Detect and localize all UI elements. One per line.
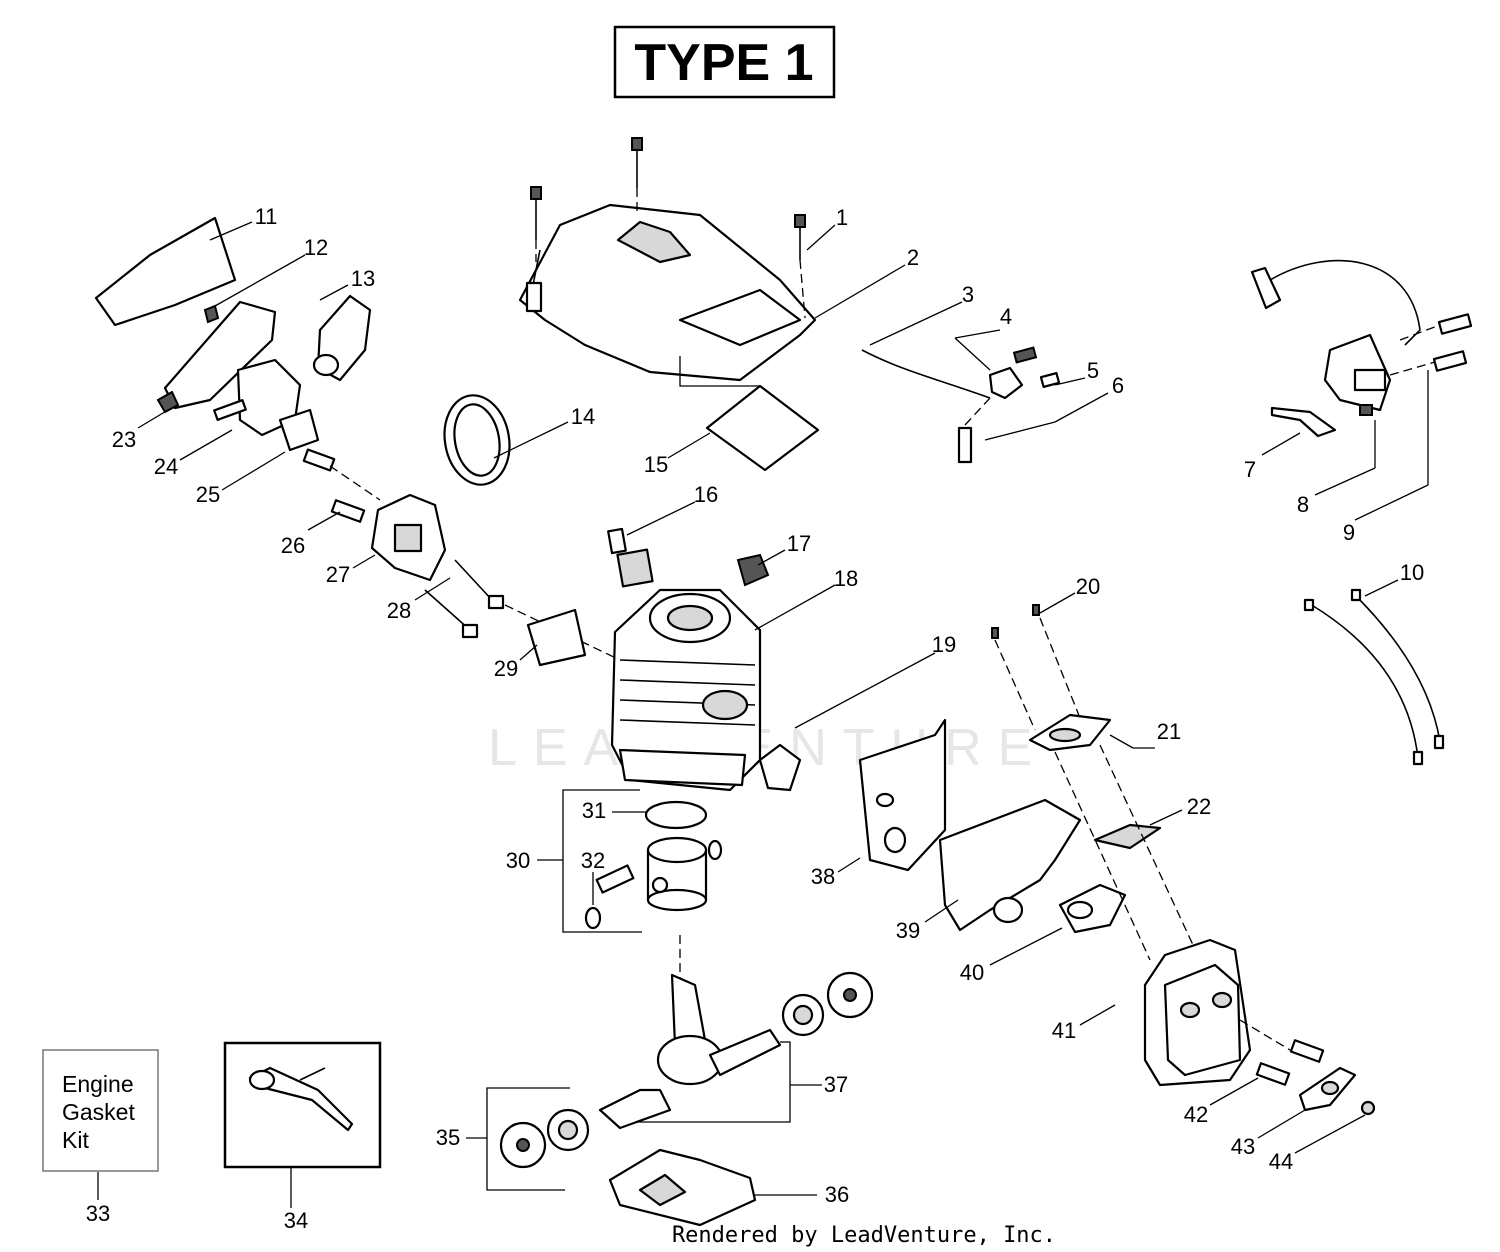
callout-26: 26 [281,533,305,558]
callout-19: 19 [932,632,956,657]
callout-32: 32 [581,848,605,873]
part-cylinder-cover [518,203,817,382]
callout-7: 7 [1244,457,1256,482]
kit-line-1: Engine [62,1071,134,1097]
part-piston [646,836,708,912]
callout-8: 8 [1297,492,1309,517]
part-piston-ring [644,800,708,830]
callout-16: 16 [694,482,718,507]
callout-11: 11 [255,204,278,229]
callout-12: 12 [304,235,328,260]
kit-line-3: Kit [62,1127,89,1153]
callout-18: 18 [834,566,858,591]
leader-lines [97,221,1429,1208]
callout-43: 43 [1231,1134,1255,1159]
callout-3: 3 [962,282,974,307]
callout-33: 33 [86,1201,110,1226]
callout-14: 14 [571,404,595,429]
part-cover-screws [530,137,806,260]
callout-27: 27 [326,562,350,587]
callout-15: 15 [644,452,668,477]
part-intake-boot [443,394,511,486]
part-ignition-module [1250,259,1473,438]
tool-box: 34 [223,1041,382,1233]
callout-4: 4 [1000,304,1012,329]
part-bearings [499,971,874,1169]
callout-1: 1 [836,205,848,230]
callout-5: 5 [1087,358,1099,383]
callout-41: 41 [1052,1018,1076,1043]
credit-text: Rendered by LeadVenture, Inc. [672,1223,1056,1248]
part-crankshaft [598,973,782,1130]
callout-34: 34 [284,1208,308,1233]
callout-25: 25 [196,482,220,507]
callout-6: 6 [1112,373,1124,398]
callout-31: 31 [582,798,606,823]
diagram-title: TYPE 1 [634,34,813,92]
callout-30: 30 [506,848,530,873]
callout-22: 22 [1187,794,1211,819]
engine-gasket-kit-box: Engine Gasket Kit 33 [42,1049,159,1226]
callout-20: 20 [1076,574,1100,599]
callout-9: 9 [1343,520,1355,545]
callout-42: 42 [1184,1102,1208,1127]
scrench-tool-icon [248,1066,354,1132]
callout-37: 37 [824,1072,848,1097]
callout-35: 35 [436,1125,460,1150]
callout-23: 23 [112,427,136,452]
callout-2: 2 [907,245,919,270]
part-cylinder [610,588,762,792]
callout-13: 13 [351,266,375,291]
part-muffler-gasket-plate [858,718,947,872]
callout-17: 17 [787,531,811,556]
part-spark-plug [607,527,654,588]
callout-24: 24 [154,454,178,479]
callout-44: 44 [1269,1149,1293,1174]
part-carburetor-assembly [156,300,320,452]
part-intake-elbow [312,294,372,382]
callout-21: 21 [1157,719,1181,744]
callout-10: 10 [1400,560,1424,585]
kit-line-2: Gasket [62,1099,135,1125]
callout-39: 39 [896,918,920,943]
part-exhaust-gasket [1028,713,1112,752]
callout-38: 38 [811,864,835,889]
callout-29: 29 [494,656,518,681]
callout-labels: 1 2 3 4 5 6 7 8 9 10 11 12 13 14 15 16 1… [112,204,1424,1207]
title-box: TYPE 1 [613,25,836,99]
callout-40: 40 [960,960,984,985]
part-air-filter [94,216,237,327]
part-intake-adapter [370,493,447,582]
part-crankcase-half [608,1148,757,1227]
part-air-filter-pad [705,384,820,472]
callout-28: 28 [387,598,411,623]
part-heat-shield [938,798,1082,932]
part-muffler [1143,938,1252,1087]
callout-36: 36 [825,1182,849,1207]
